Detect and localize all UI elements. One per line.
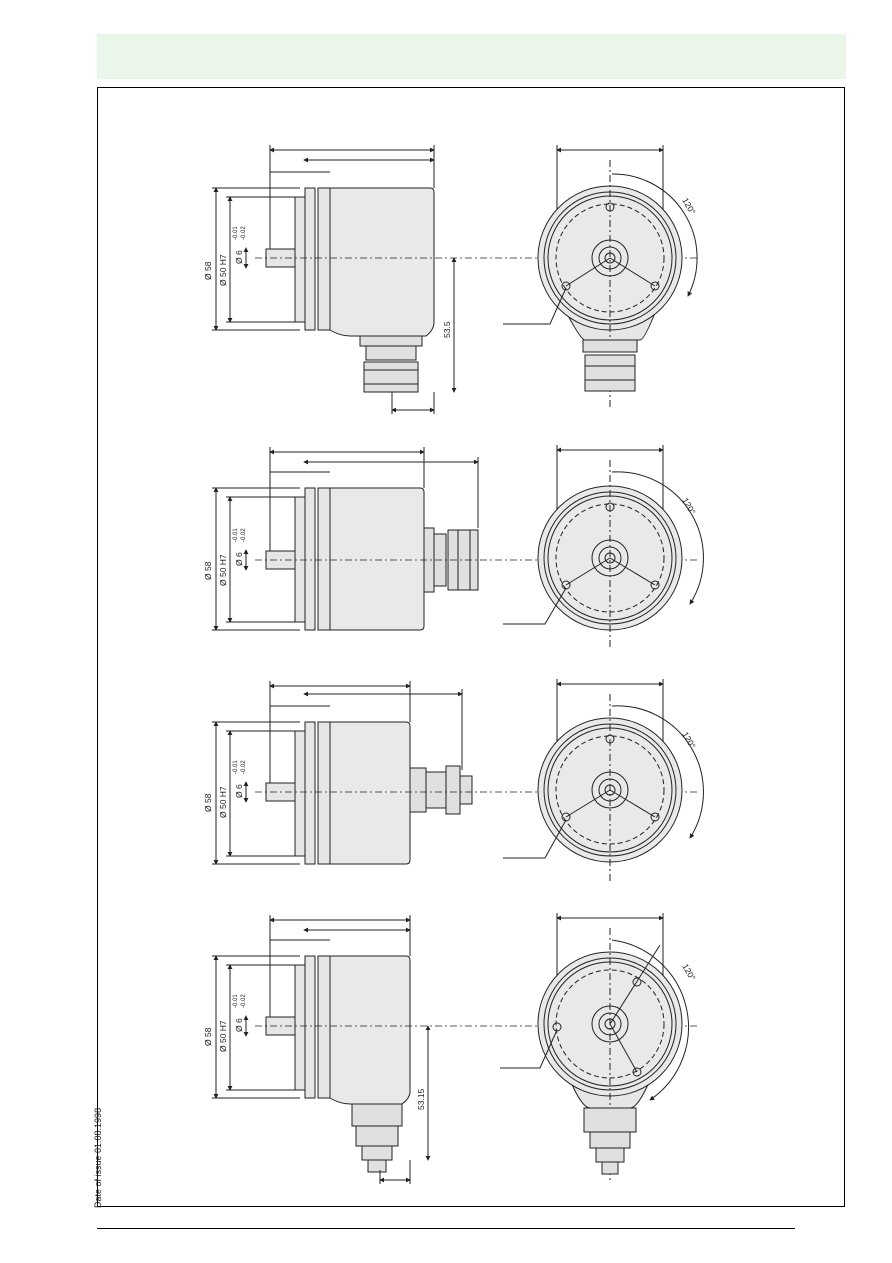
dim-tol-upper: -0.01 [233,528,239,542]
dim-dia-58: Ø 58 [203,793,213,812]
dim-dia-50: Ø 50 H7 [218,786,228,818]
dim-tol-upper: -0.01 [233,226,239,240]
dim-dia-6: Ø 6 [234,1018,244,1032]
header-band [97,34,846,79]
dim-dia-50: Ø 50 H7 [218,1020,228,1052]
dim-tol-lower: -0.02 [241,226,247,240]
dim-angle-120: 120° [680,496,697,516]
dim-dia-6: Ø 6 [234,784,244,798]
dim-angle-120: 120° [680,962,697,982]
dim-height-53-5: 53.5 [442,321,452,338]
dim-dia-50: Ø 50 H7 [218,554,228,586]
dim-angle-120: 120° [680,196,697,216]
dim-dia-6: Ø 6 [234,552,244,566]
side-view-radial-cable-gland [212,915,431,1184]
dim-tol-lower: -0.02 [241,994,247,1008]
dim-dia-6: Ø 6 [234,250,244,264]
dim-tol-upper: -0.01 [233,760,239,774]
dim-dia-58: Ø 58 [203,561,213,580]
front-view-radial-connector [503,145,698,410]
dim-tol-upper: -0.01 [233,994,239,1008]
front-view-radial-cable-gland [500,913,689,1180]
side-view-radial-connector [212,145,457,414]
side-view-axial-connector [212,447,479,631]
dim-height-53-15: 53.15 [416,1088,426,1110]
dim-angle-120: 120° [680,730,697,750]
side-view-axial-cable-gland [212,681,473,865]
drawing-frame [97,87,845,1207]
dim-dia-50: Ø 50 H7 [218,254,228,286]
dim-dia-58: Ø 58 [203,1027,213,1046]
front-view-axial-connector [503,445,704,650]
dim-tol-lower: -0.02 [241,528,247,542]
footer-rule [97,1228,795,1229]
front-view-axial-cable-gland [503,679,704,884]
dim-tol-lower: -0.02 [241,760,247,774]
dim-dia-58: Ø 58 [203,261,213,280]
